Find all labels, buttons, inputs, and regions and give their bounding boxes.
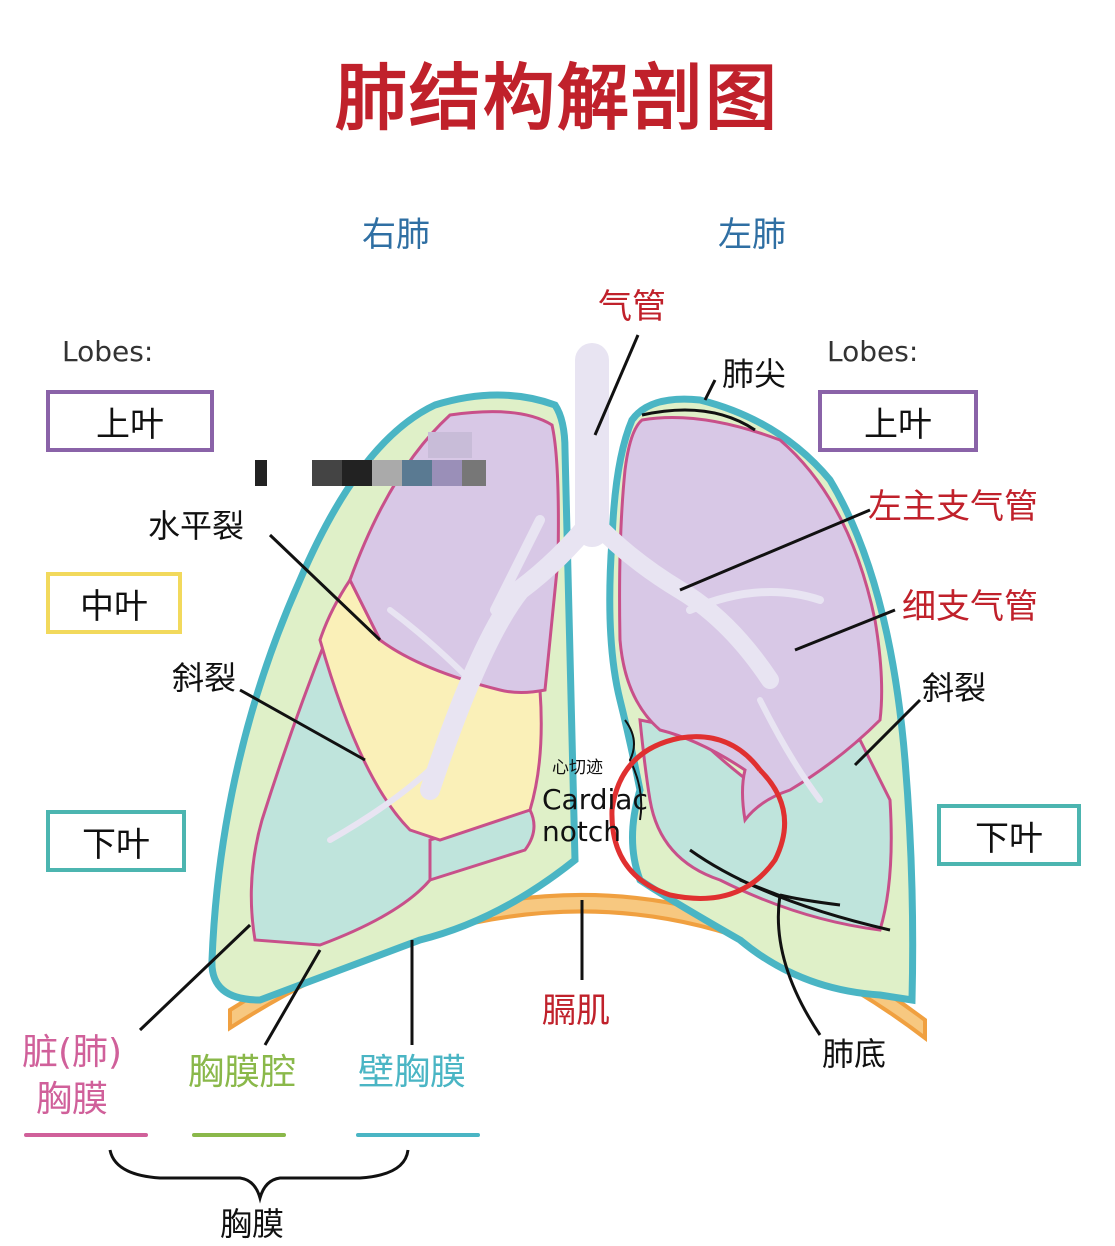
- censor-block: [428, 432, 472, 458]
- censor-block: [342, 460, 372, 486]
- pleural-cavity-underline: [192, 1133, 286, 1137]
- parietal-pleura-label: 壁胸膜: [358, 1052, 467, 1093]
- left-upper-lobe-box: 上叶: [818, 390, 978, 452]
- cardiac-notch-bracket: [624, 719, 643, 821]
- oblique-fissure-left-label: 斜裂: [922, 669, 987, 707]
- visceral-pleura-underline: [24, 1133, 148, 1137]
- right-middle-lobe-box: 中叶: [46, 572, 182, 634]
- diagram-title: 肺结构解剖图: [335, 56, 780, 140]
- left-lower-lobe-box: 下叶: [937, 804, 1081, 866]
- left-main-bronchus-label: 左主支气管: [868, 487, 1038, 527]
- censor-block: [372, 460, 402, 486]
- censor-block: [432, 460, 462, 486]
- right-lung-heading: 右肺: [362, 215, 430, 255]
- right-lower-lobe-box: 下叶: [46, 810, 186, 872]
- bronchiole-label: 细支气管: [902, 587, 1038, 627]
- censor-block: [312, 460, 342, 486]
- apex-label: 肺尖: [722, 355, 787, 393]
- right-lung: [208, 391, 579, 1004]
- trachea-label: 气管: [598, 287, 666, 327]
- base-label: 肺底: [822, 1035, 887, 1073]
- annotation-circle[interactable]: [609, 734, 788, 901]
- lobes-heading-right: Lobes:: [62, 335, 154, 368]
- censor-block: [402, 460, 432, 486]
- horizontal-fissure-label: 水平裂: [148, 507, 245, 545]
- lobes-heading-left: Lobes:: [827, 335, 919, 368]
- right-upper-lobe-box: 上叶: [46, 390, 214, 452]
- cardiac-notch-cn-label: 心切迹: [552, 758, 603, 778]
- pleura-label: 胸膜: [220, 1205, 285, 1243]
- left-lung-heading: 左肺: [718, 215, 786, 255]
- cardiac-notch-en-label-1: Cardiac: [542, 783, 648, 816]
- censor-block: [255, 460, 267, 486]
- visceral-pleura-label-2: 胸膜: [36, 1079, 109, 1120]
- parietal-pleura-underline: [356, 1133, 480, 1137]
- diaphragm-label: 膈肌: [542, 991, 610, 1031]
- pleura-brace: [108, 1149, 410, 1204]
- leader-lines: [138, 334, 922, 1046]
- visceral-pleura-label-1: 脏(肺): [22, 1032, 123, 1073]
- left-apex-curve: [641, 408, 756, 432]
- left-lung-upper-lobe: [618, 416, 884, 824]
- censor-block: [462, 460, 486, 486]
- oblique-fissure-right-label: 斜裂: [172, 659, 237, 697]
- cardiac-notch-en-label-2: notch: [542, 815, 621, 848]
- pleural-cavity-label: 胸膜腔: [188, 1052, 297, 1093]
